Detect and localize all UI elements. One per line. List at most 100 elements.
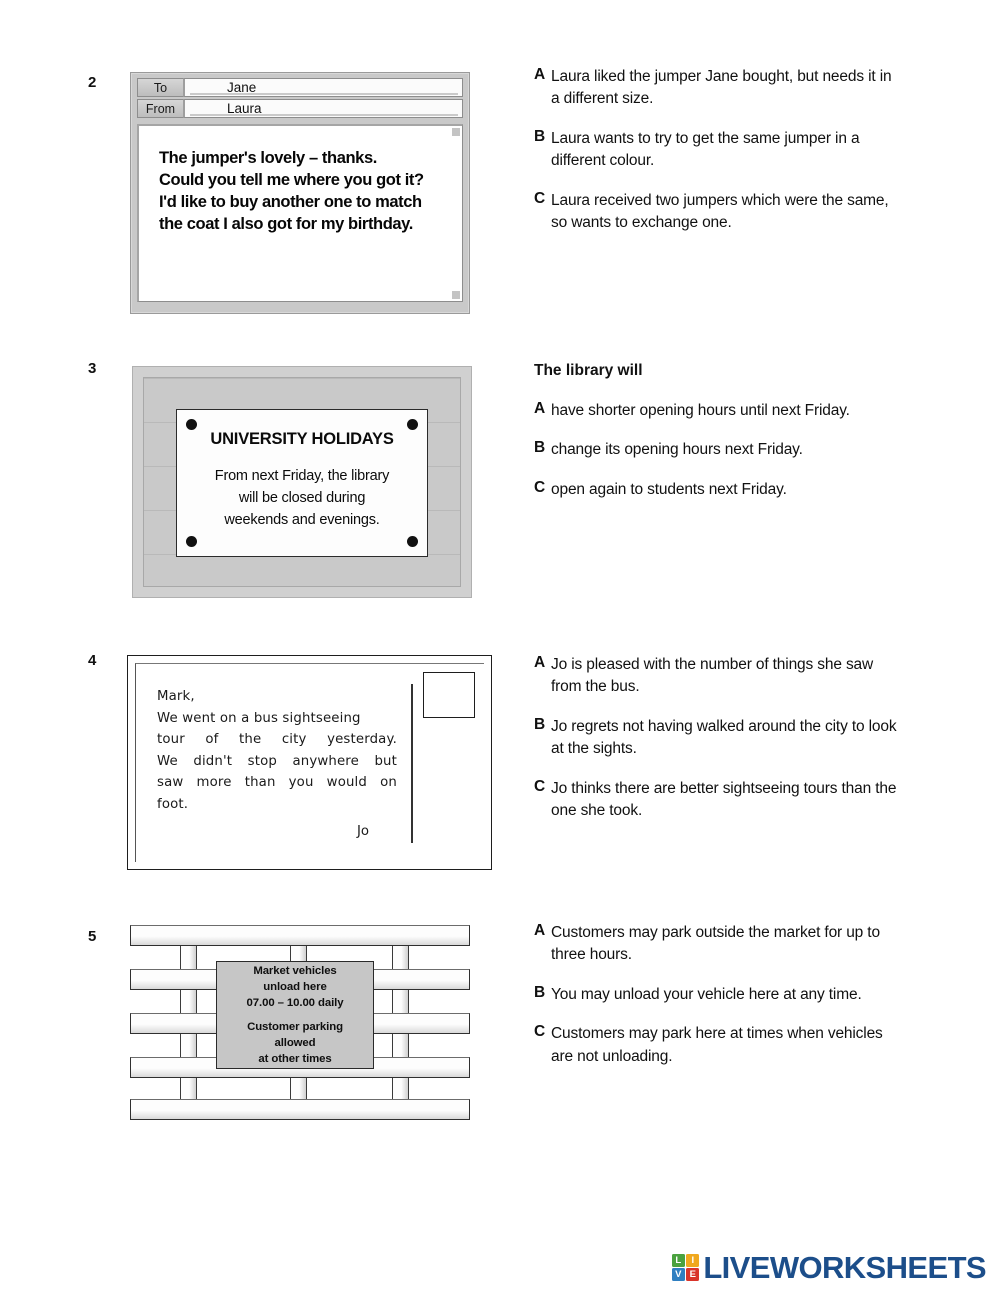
option-letter: A <box>534 922 546 939</box>
option-row[interactable]: A Customers may park outside the market … <box>534 922 904 967</box>
message-body-line: The jumper's lovely – thanks. <box>159 149 377 167</box>
stimulus-wall-notice: UNIVERSITY HOLIDAYS From next Friday, th… <box>132 366 472 598</box>
market-sign-line: at other times <box>258 1052 332 1065</box>
notice-line: weekends and evenings. <box>224 511 380 528</box>
market-sign: Market vehicles unload here 07.00 – 10.0… <box>216 961 374 1069</box>
option-letter: B <box>534 715 546 733</box>
option-row[interactable]: C Jo thinks there are better sightseeing… <box>534 778 904 823</box>
option-text: You may unload your vehicle here at any … <box>551 985 862 1003</box>
from-value: Laura <box>183 99 463 118</box>
postcard-divider <box>411 684 413 843</box>
notice-line: From next Friday, the library <box>214 468 390 484</box>
option-letter: C <box>534 1023 546 1041</box>
option-letter: A <box>534 400 546 417</box>
options-question-2: A Laura liked the jumper Jane bought, bu… <box>534 66 904 252</box>
postcard-line: We went on a bus sightseeing <box>157 710 361 726</box>
logo-tile-l: L <box>671 1253 685 1267</box>
fence-rail <box>130 1099 470 1120</box>
message-window: To Jane From Laura The jumper's lovely –… <box>130 72 470 314</box>
logo-tile-e: E <box>686 1268 700 1282</box>
liveworksheets-logo[interactable]: L I V E LIVEWORKSHEETS <box>671 1250 987 1285</box>
question-stem: The library will <box>534 362 643 379</box>
bolt-icon <box>407 536 418 547</box>
option-row[interactable]: A Laura liked the jumper Jane bought, bu… <box>534 66 904 111</box>
option-text: Customers may park outside the market fo… <box>551 924 880 964</box>
question-number-2: 2 <box>88 74 97 91</box>
stimulus-fence-sign: Market vehicles unload here 07.00 – 10.0… <box>130 925 470 1121</box>
option-letter: C <box>534 189 546 207</box>
market-sign-line: 07.00 – 10.00 daily <box>246 997 344 1010</box>
option-text: Jo is pleased with the number of things … <box>551 656 874 696</box>
message-field-to: To Jane <box>137 78 463 97</box>
resize-corner-icon <box>452 128 460 136</box>
fence-rail <box>130 925 470 946</box>
option-text: Customers may park here at times when ve… <box>551 1025 883 1065</box>
logo-tile-i: I <box>686 1253 700 1267</box>
option-row[interactable]: A have shorter opening hours until next … <box>534 400 904 422</box>
option-letter: B <box>534 983 546 1001</box>
notice-body: From next Friday, the library will be cl… <box>214 466 390 531</box>
message-body-line: I'd like to buy another one to match <box>159 192 422 211</box>
logo-tiles: L I V E <box>671 1253 700 1282</box>
message-body-line: the coat I also got for my birthday. <box>159 214 413 233</box>
option-text: change its opening hours next Friday. <box>551 441 803 459</box>
option-letter: C <box>534 777 546 795</box>
to-value: Jane <box>183 78 463 97</box>
stimulus-message-window: To Jane From Laura The jumper's lovely –… <box>130 72 470 314</box>
message-field-from: From Laura <box>137 99 463 118</box>
postcard-greeting: Mark, <box>157 689 195 704</box>
postcard-line: foot. <box>157 796 189 812</box>
notice-line: will be closed during <box>238 489 366 506</box>
question-number-3: 3 <box>88 360 97 377</box>
option-row[interactable]: C Customers may park here at times when … <box>534 1023 904 1068</box>
options-question-4: A Jo is pleased with the number of thing… <box>534 654 904 840</box>
bolt-icon <box>407 419 418 430</box>
option-row[interactable]: A Jo is pleased with the number of thing… <box>534 654 904 699</box>
logo-tile-v: V <box>671 1268 685 1282</box>
postcard-signature: Jo <box>356 824 369 839</box>
option-text: have shorter opening hours until next Fr… <box>551 402 850 419</box>
to-label: To <box>137 78 183 97</box>
message-header: To Jane From Laura <box>137 78 463 118</box>
stamp-box <box>423 672 475 718</box>
bolt-icon <box>186 419 197 430</box>
option-text: open again to students next Friday. <box>551 480 787 498</box>
market-sign-line: allowed <box>274 1036 316 1049</box>
bolt-icon <box>186 536 197 547</box>
options-question-5: A Customers may park outside the market … <box>534 922 904 1085</box>
message-body-line: Could you tell me where you got it? <box>159 170 424 189</box>
question-number-5: 5 <box>88 928 97 945</box>
market-sign-line: Market vehicles <box>253 964 337 977</box>
option-text: Jo regrets not having walked around the … <box>551 717 897 758</box>
postcard-inner-border <box>135 663 484 862</box>
option-text: Laura received two jumpers which were th… <box>551 191 889 232</box>
notice-title: UNIVERSITY HOLIDAYS <box>210 430 394 448</box>
logo-wordmark: LIVEWORKSHEETS <box>703 1250 986 1285</box>
fence: Market vehicles unload here 07.00 – 10.0… <box>130 925 470 1121</box>
market-sign-line: Customer parking <box>247 1020 343 1033</box>
option-row[interactable]: B Jo regrets not having walked around th… <box>534 716 904 761</box>
university-notice-sign: UNIVERSITY HOLIDAYS From next Friday, th… <box>176 409 428 557</box>
option-row[interactable]: C Laura received two jumpers which were … <box>534 190 904 235</box>
option-row[interactable]: B You may unload your vehicle here at an… <box>534 984 904 1006</box>
option-row[interactable]: B Laura wants to try to get the same jum… <box>534 128 904 173</box>
option-letter: A <box>534 66 546 83</box>
question-number-4: 4 <box>88 652 97 669</box>
resize-corner-bottom-icon <box>452 291 460 299</box>
option-letter: C <box>534 478 546 496</box>
option-letter: A <box>534 654 546 671</box>
brick-wall: UNIVERSITY HOLIDAYS From next Friday, th… <box>132 366 472 598</box>
from-label: From <box>137 99 183 118</box>
options-question-3: The library will A have shorter opening … <box>534 362 904 518</box>
option-row[interactable]: B change its opening hours next Friday. <box>534 439 904 461</box>
message-body: The jumper's lovely – thanks. Could you … <box>137 124 463 302</box>
option-text: Jo thinks there are better sightseeing t… <box>551 779 897 820</box>
option-letter: B <box>534 439 546 457</box>
option-row[interactable]: C open again to students next Friday. <box>534 479 904 501</box>
